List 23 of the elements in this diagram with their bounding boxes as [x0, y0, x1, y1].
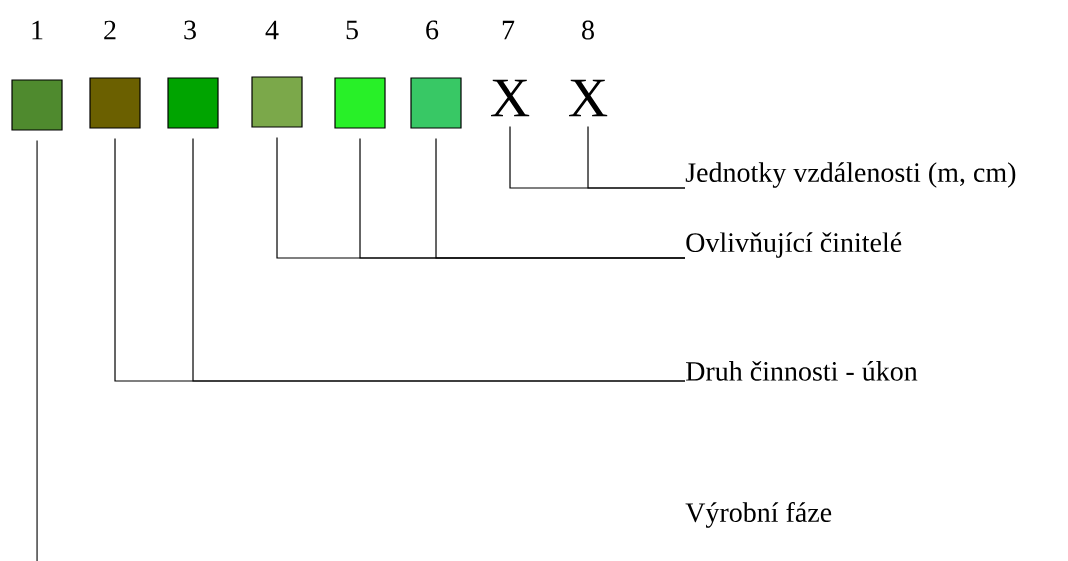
placeholder-letter: X — [569, 79, 608, 117]
color-square — [89, 77, 141, 129]
column-number: 4 — [265, 20, 279, 40]
color-square — [11, 79, 63, 131]
leader-line — [36, 140, 38, 561]
color-square — [251, 76, 303, 128]
color-square — [334, 77, 386, 129]
column-number: 1 — [32, 20, 43, 40]
leader-label: Výrobní fáze — [685, 502, 832, 528]
leader-label: Jednotky vzdálenosti (m, cm) — [685, 162, 1016, 188]
leader-line — [435, 138, 686, 259]
column-number: 8 — [582, 20, 594, 40]
column-number: 2 — [104, 20, 116, 40]
column-number: 5 — [346, 20, 358, 40]
column-number: 6 — [426, 20, 439, 40]
leader-label: Ovlivňující činitelé — [686, 232, 902, 258]
column-number: 3 — [184, 20, 196, 40]
column-number: 7 — [502, 20, 515, 40]
leader-label: Druh činnosti - úkon — [686, 361, 918, 381]
leader-line — [587, 125, 686, 189]
placeholder-letter: X — [491, 79, 530, 117]
color-square — [410, 77, 462, 129]
color-square — [167, 77, 219, 129]
